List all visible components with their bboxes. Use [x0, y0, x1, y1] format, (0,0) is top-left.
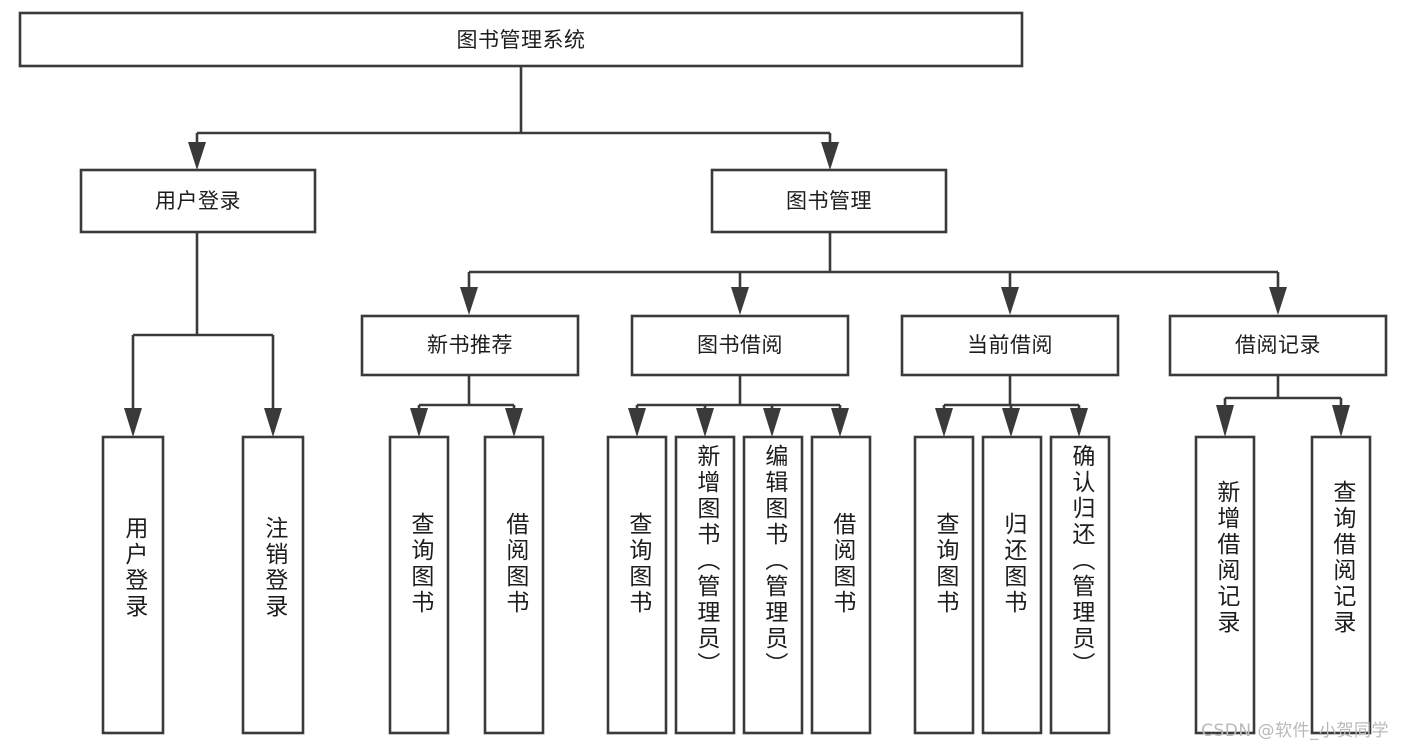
connector-group-user-login	[124, 232, 282, 437]
arrow-head-leaf-borrow-book-1	[505, 408, 523, 437]
arrow-head-leaf-query-record	[1332, 405, 1350, 437]
node-box-new-book-recommend[interactable]	[360, 314, 580, 377]
node-box-root[interactable]	[18, 11, 1024, 68]
node-root[interactable]: 图书管理系统	[18, 11, 1024, 68]
connector-group-root	[188, 66, 839, 170]
node-new-book-recommend[interactable]: 新书推荐	[360, 314, 580, 377]
node-label-book-borrow: 图书借阅	[697, 333, 783, 357]
arrow-head-current-borrow	[1001, 287, 1019, 315]
arrow-head-leaf-borrow-book-2	[831, 408, 849, 437]
node-box-borrow-record[interactable]	[1168, 314, 1388, 377]
leaf-box-query-book-1[interactable]	[388, 435, 450, 735]
leaf-boxes	[101, 435, 1372, 735]
connector-group-book-borrow	[628, 375, 849, 437]
arrow-head-leaf-return-book	[1002, 408, 1020, 437]
arrow-head-leaf-query-book-1	[410, 408, 428, 437]
node-user-login[interactable]: 用户登录	[79, 168, 317, 234]
node-label-book-manage: 图书管理	[786, 189, 872, 213]
node-label-borrow-record: 借阅记录	[1235, 333, 1321, 357]
node-label-root: 图书管理系统	[457, 28, 586, 52]
arrow-head-new-book-recommend	[460, 287, 478, 315]
arrow-head-leaf-logout-login	[264, 408, 282, 437]
node-book-manage[interactable]: 图书管理	[710, 168, 948, 234]
leaf-box-borrow-book-2[interactable]	[810, 435, 872, 735]
arrow-head-leaf-add-book	[696, 408, 714, 437]
leaf-box-confirm-return[interactable]	[1049, 435, 1111, 735]
leaf-box-return-book[interactable]	[981, 435, 1043, 735]
watermark-text: CSDN @软件_小贺同学	[1201, 721, 1389, 741]
arrow-head-book-borrow	[731, 287, 749, 315]
leaf-box-query-book-2[interactable]	[606, 435, 668, 735]
node-box-book-manage[interactable]	[710, 168, 948, 234]
arrow-head-leaf-edit-book	[763, 408, 781, 437]
leaf-box-user-login[interactable]	[101, 435, 165, 735]
node-box-book-borrow[interactable]	[630, 314, 850, 377]
node-box-user-login[interactable]	[79, 168, 317, 234]
connector-group-borrow-record	[1216, 375, 1350, 437]
arrow-head-leaf-confirm-return	[1070, 408, 1088, 437]
leaf-box-borrow-book-1[interactable]	[483, 435, 545, 735]
node-label-user-login: 用户登录	[155, 189, 241, 213]
node-borrow-record[interactable]: 借阅记录	[1168, 314, 1388, 377]
node-box-current-borrow[interactable]	[900, 314, 1120, 377]
connector-group-current-borrow	[935, 375, 1088, 437]
arrow-head-leaf-query-book-2	[628, 408, 646, 437]
node-current-borrow[interactable]: 当前借阅	[900, 314, 1120, 377]
arrow-head-leaf-query-book-3	[935, 408, 953, 437]
leaf-box-logout-login[interactable]	[241, 435, 305, 735]
arrow-head-user-login	[188, 142, 206, 170]
connector-group-book-manage	[460, 232, 1287, 315]
arrow-head-borrow-record	[1269, 287, 1287, 315]
arrow-head-book-manage	[821, 142, 839, 170]
arrow-head-leaf-user-login	[124, 408, 142, 437]
node-label-new-book-recommend: 新书推荐	[427, 333, 513, 357]
leaf-box-add-record[interactable]	[1194, 435, 1256, 735]
leaf-box-query-record[interactable]	[1310, 435, 1372, 735]
connector-group-new-book-recommend	[410, 375, 523, 437]
node-label-current-borrow: 当前借阅	[967, 333, 1053, 357]
arrow-head-leaf-add-record	[1216, 405, 1234, 437]
leaf-box-add-book[interactable]	[674, 435, 736, 735]
leaf-box-query-book-3[interactable]	[913, 435, 975, 735]
node-book-borrow[interactable]: 图书借阅	[630, 314, 850, 377]
leaf-box-edit-book[interactable]	[742, 435, 804, 735]
